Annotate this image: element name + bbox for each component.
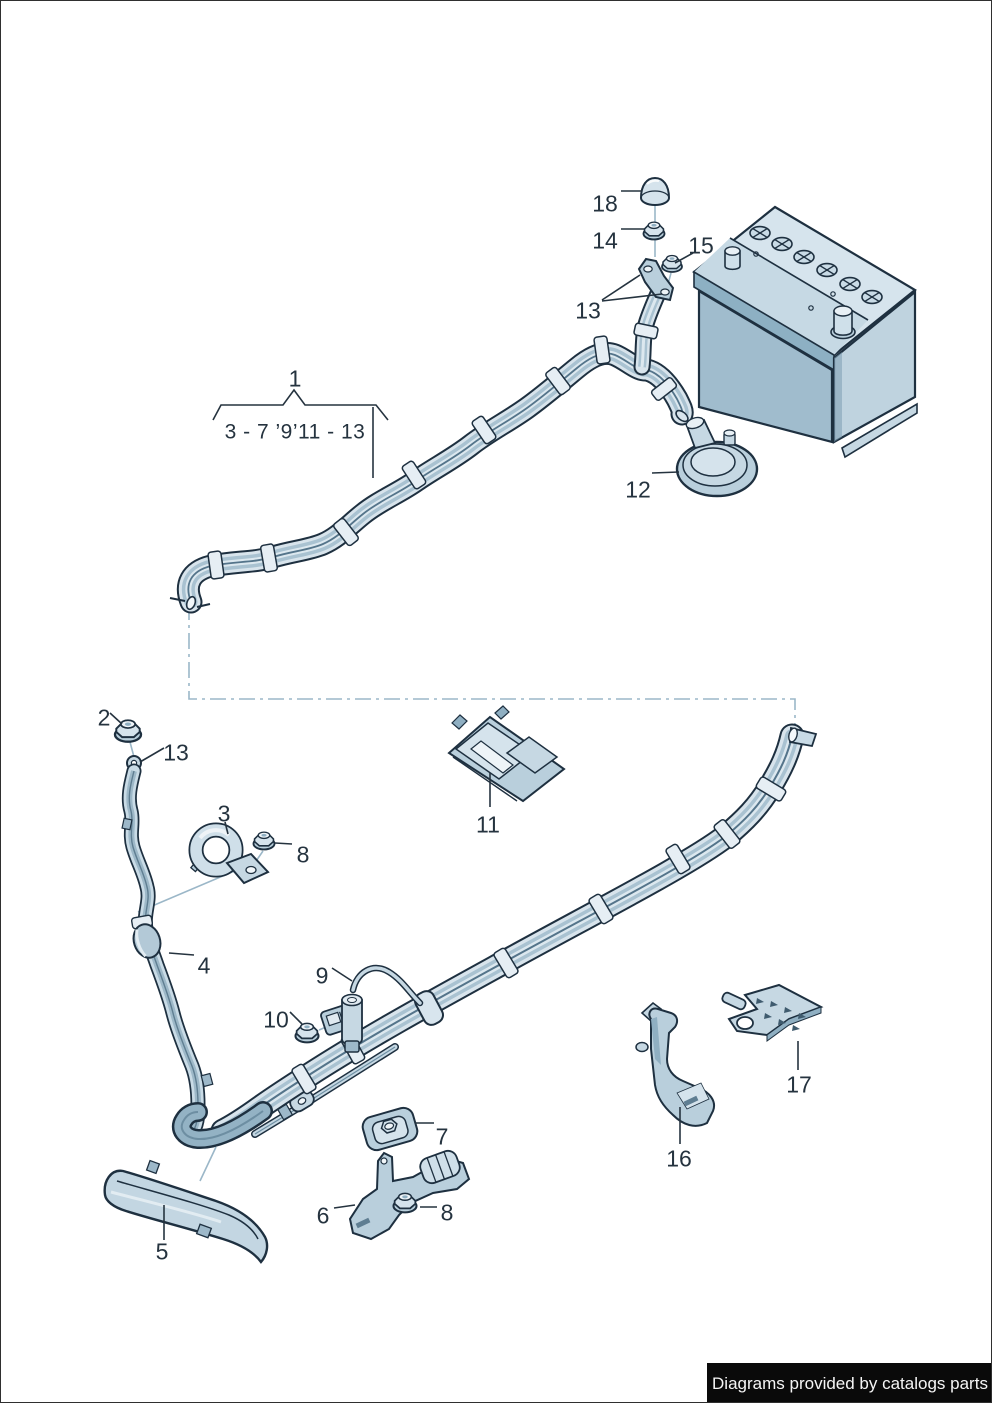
battery-terminal-negative <box>724 246 741 271</box>
clamp-7 <box>361 1106 419 1152</box>
part-label-17: 17 <box>786 1071 812 1098</box>
cable-cover-5 <box>103 1159 269 1264</box>
provider-banner: Diagrams provided by catalogs parts <box>707 1363 991 1402</box>
protective-cap-18 <box>639 176 671 206</box>
grommet-12 <box>675 416 759 498</box>
battery-terminal-positive <box>830 305 856 340</box>
plate-17 <box>721 983 824 1042</box>
group-label-1: 1 <box>288 365 302 392</box>
construction-line <box>188 604 796 727</box>
cable-grommet-4 <box>132 923 162 959</box>
part-label-4: 4 <box>197 952 211 979</box>
harness-tape-bands <box>207 322 678 580</box>
group-range-text: 3 - 7 ’9’11 - 13 <box>224 420 366 444</box>
upper-cable-harness <box>169 257 690 611</box>
hex-nut-15 <box>661 254 683 273</box>
part-label-5: 5 <box>155 1238 169 1265</box>
part-label-13-top: 13 <box>575 297 601 324</box>
part-label-2: 2 <box>97 704 111 731</box>
battery-illustration <box>692 205 918 459</box>
harness-end-right <box>675 409 689 423</box>
part-label-6: 6 <box>316 1202 330 1229</box>
ground-cable-4 <box>121 771 214 1132</box>
hex-nut-8a <box>252 831 276 851</box>
cable-collar <box>414 990 444 1026</box>
hex-nut-2 <box>113 719 143 743</box>
lower-cable-end <box>788 726 818 748</box>
part-label-9: 9 <box>315 962 329 989</box>
part-label-11: 11 <box>476 811 500 838</box>
hex-nut-10 <box>294 1022 320 1044</box>
part-label-12: 12 <box>625 476 651 503</box>
retainer-9 <box>320 968 420 1053</box>
part-label-7: 7 <box>435 1123 449 1150</box>
battery-front-face <box>697 289 834 444</box>
part-label-15: 15 <box>688 232 714 259</box>
part-label-8a: 8 <box>296 841 310 868</box>
harness-end-left <box>169 595 211 611</box>
plate-perforations <box>756 998 806 1031</box>
callout-leader-lines <box>109 190 799 1240</box>
bracket-16 <box>635 1001 715 1127</box>
part-label-13-lower: 13 <box>163 739 189 766</box>
part-label-10: 10 <box>263 1006 289 1033</box>
group-bracket-1 <box>212 388 389 478</box>
cable-clip-11 <box>447 705 566 803</box>
provider-banner-text: Diagrams provided by catalogs parts <box>712 1373 988 1393</box>
p-clamp-3 <box>188 822 270 885</box>
hex-nut-14 <box>642 221 666 241</box>
part-label-3: 3 <box>217 800 231 827</box>
battery-bottom-rail <box>841 402 918 459</box>
part-label-16: 16 <box>666 1145 692 1172</box>
part-label-18: 18 <box>592 190 618 217</box>
terminal-clamp-13 <box>637 257 675 302</box>
part-label-14: 14 <box>592 227 618 254</box>
part-label-8b: 8 <box>440 1199 454 1226</box>
